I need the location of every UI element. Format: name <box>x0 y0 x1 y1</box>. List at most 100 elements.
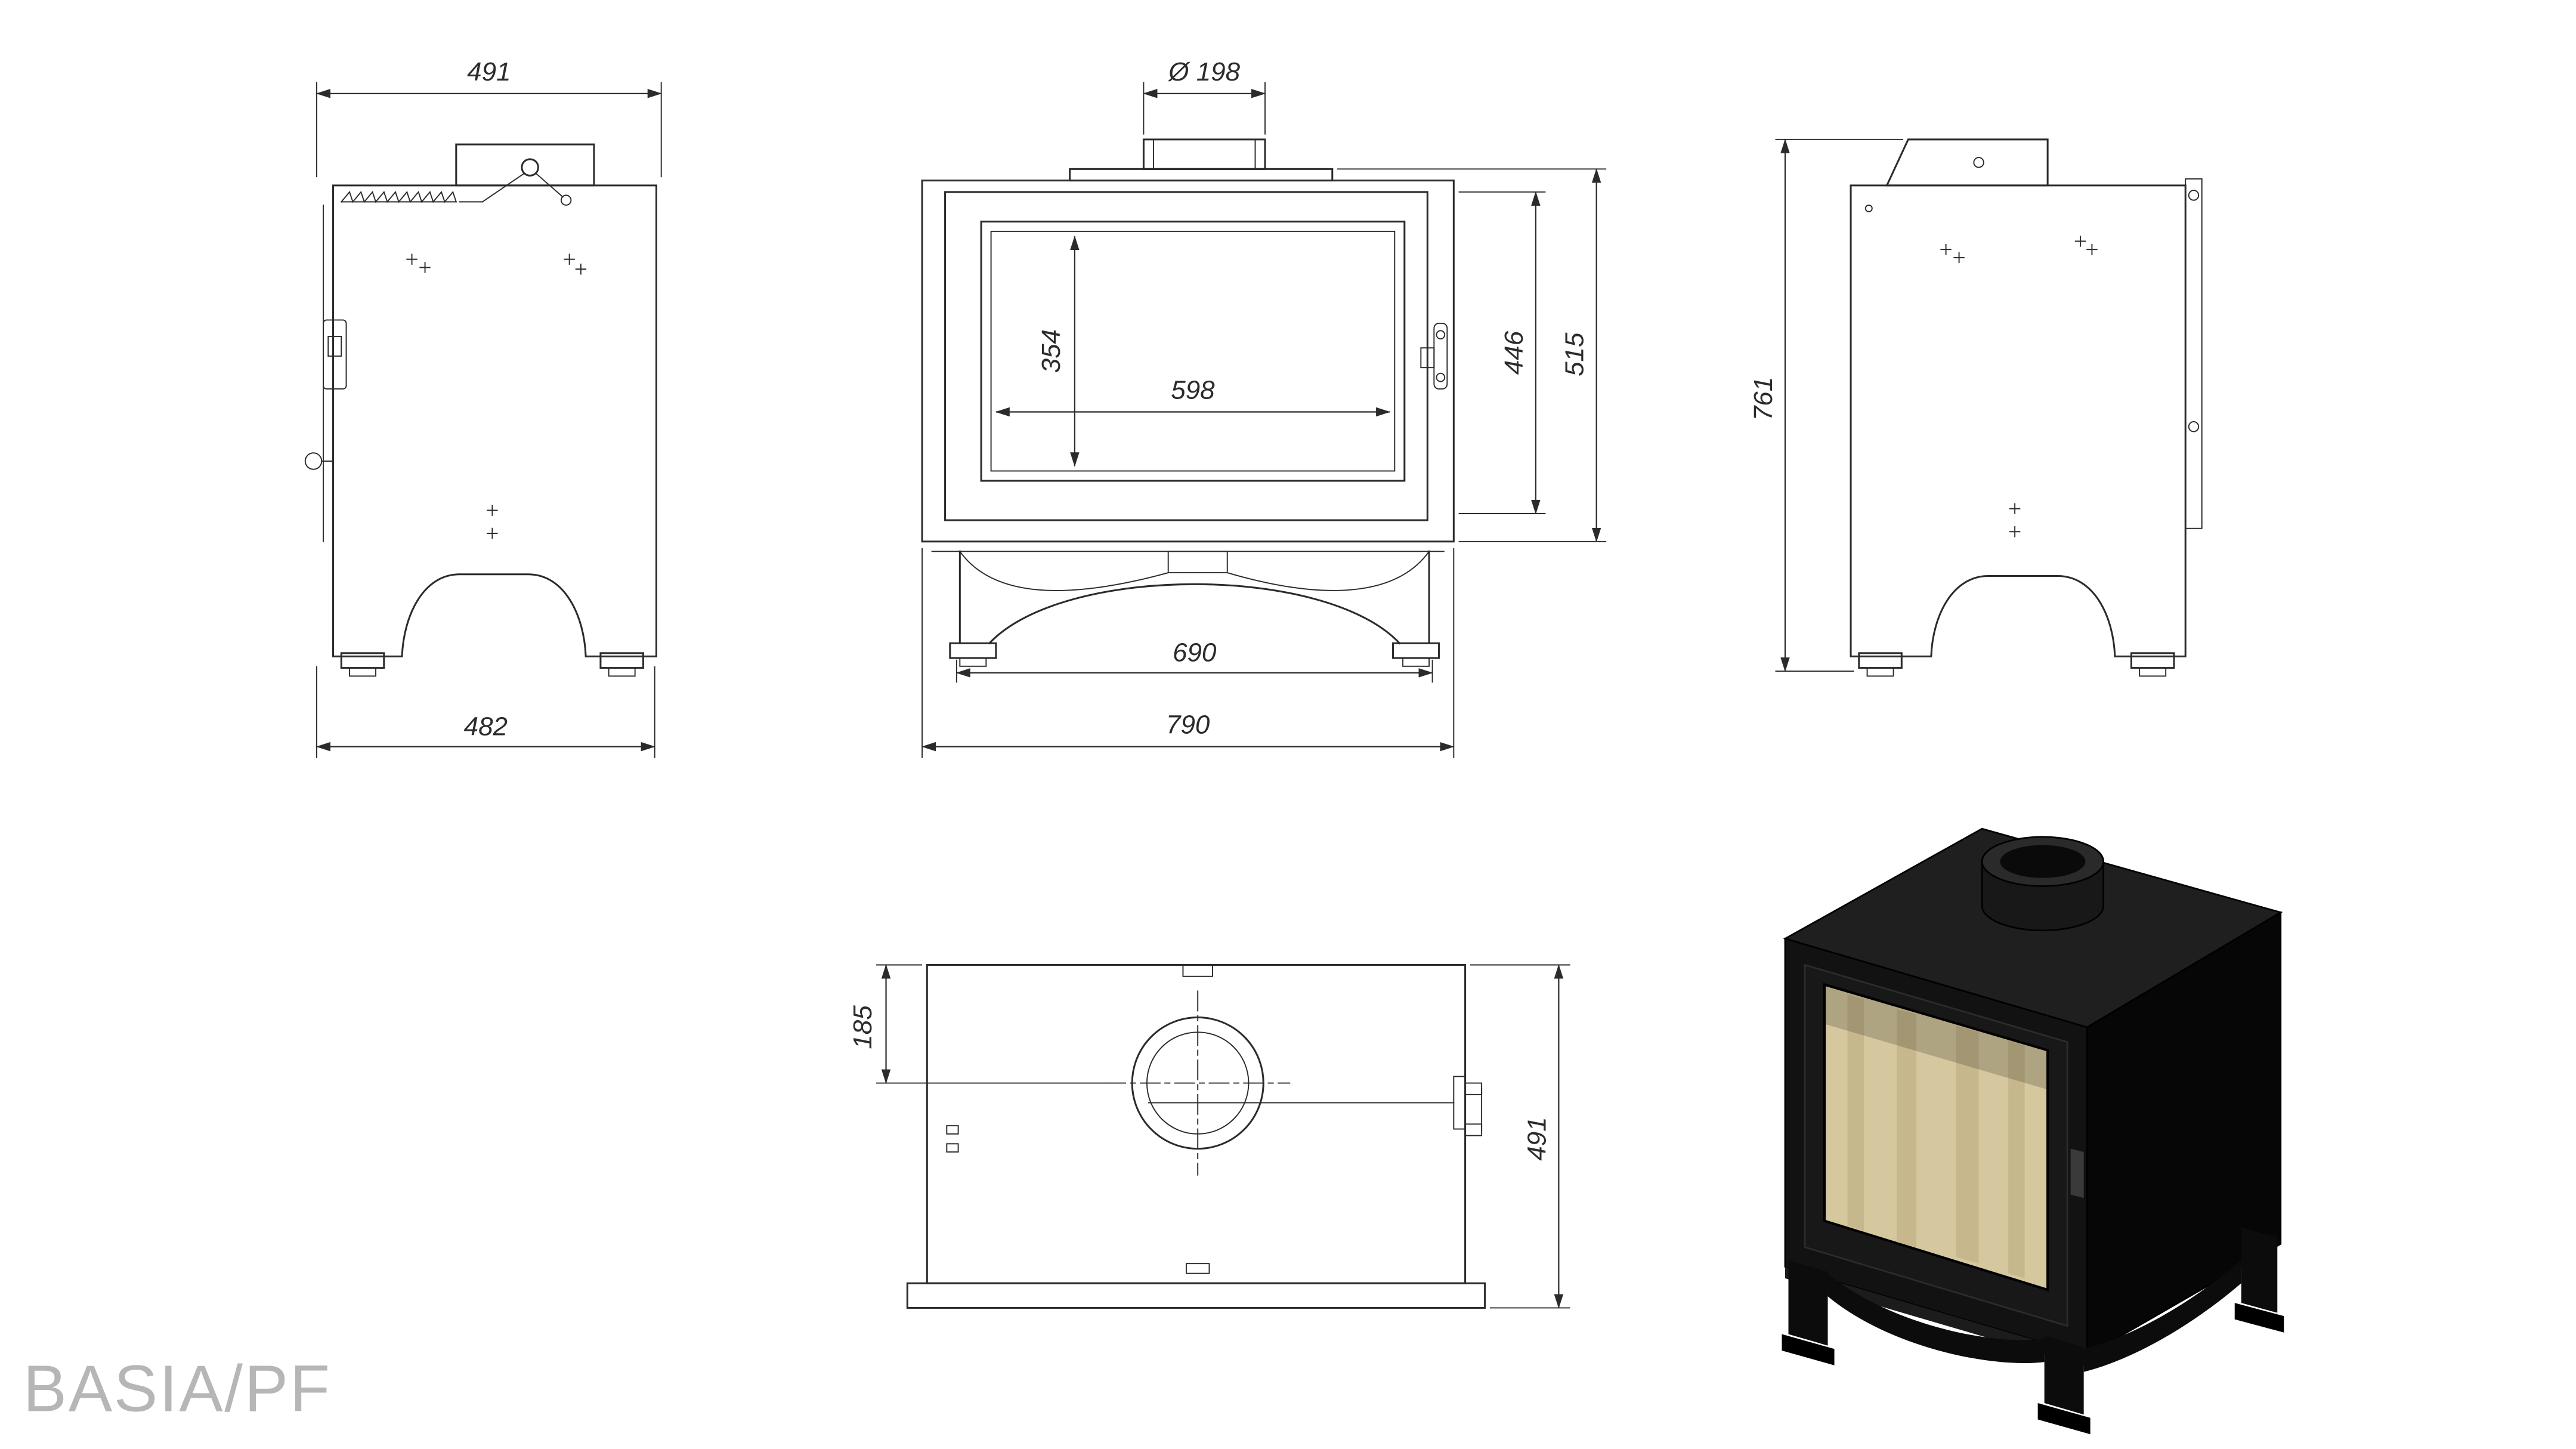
serrated-damper-strip <box>340 190 457 203</box>
side-panel-outline <box>332 184 657 657</box>
handle-bracket-hook <box>1464 1082 1483 1095</box>
foot-left <box>949 642 997 659</box>
side-knob <box>304 452 323 470</box>
handle-latch <box>1420 347 1435 369</box>
dim-front-total-width: 790 <box>921 548 1455 758</box>
handle-bar-pin <box>2188 190 2200 201</box>
dim-top-depth: 491 <box>1470 964 1570 1309</box>
dim-label-total-height: 761 <box>1749 377 1778 421</box>
dim-label-total-width: 790 <box>1166 710 1210 740</box>
glass-pane-3d <box>1823 983 2049 1292</box>
handle-bracket-hook <box>1464 1123 1483 1136</box>
dim-label-flue-diameter: Ø 198 <box>1167 57 1240 86</box>
handle-pin <box>1436 372 1446 382</box>
front-body <box>921 138 1455 667</box>
foot-right <box>599 652 644 669</box>
leg-front-right-3d <box>2044 1336 2084 1415</box>
lever-arm-2 <box>536 173 564 198</box>
dim-front-feet-span: 690 <box>955 638 1433 683</box>
view-side-right: 761 <box>1749 138 2203 677</box>
foot-rear-right-3d <box>2234 1303 2284 1333</box>
handle-bar-strip <box>2185 178 2203 529</box>
body-outline <box>921 180 1455 543</box>
dim-label-side-top-width: 491 <box>467 57 511 86</box>
foot-left <box>1858 652 1903 669</box>
apron-curve-right <box>1226 550 1430 591</box>
glass-reflection-streak <box>1847 994 1864 1231</box>
top-body <box>906 963 1486 1309</box>
foot-left-pad <box>1866 667 1894 677</box>
flue-collar <box>1142 138 1266 170</box>
handle-bracket-inner <box>1453 1076 1466 1130</box>
dim-side-left-top-width: 491 <box>316 57 662 178</box>
door-handle <box>1433 322 1448 390</box>
top-plate <box>1069 168 1334 182</box>
leg-front-left-3d <box>1788 1260 1828 1346</box>
foot-right <box>2130 652 2175 669</box>
glass-outline <box>990 230 1396 472</box>
latch-slot <box>327 335 342 357</box>
dim-label-body-height: 515 <box>1560 332 1589 376</box>
view-top: 185 491 <box>848 963 1570 1309</box>
foot-left-pad <box>349 667 376 677</box>
foot-right-pad <box>1402 657 1430 667</box>
latch-keeper-bracket <box>323 319 347 390</box>
glass-reflection-streak <box>1897 1009 1917 1247</box>
glass-top-shade <box>1824 984 2048 1090</box>
dim-top-flue-offset: 185 <box>848 964 1106 1084</box>
top-flue-bracket <box>1885 138 2049 187</box>
foot-left <box>340 652 385 669</box>
product-title: BASIA/PF <box>23 1352 332 1426</box>
door-handle-3d <box>2070 1148 2084 1198</box>
dim-front-door-height: 446 <box>1458 191 1546 515</box>
side-right-body <box>1850 138 2203 677</box>
glass-reflection-streak <box>1956 1025 1979 1264</box>
dim-label-door-height: 446 <box>1499 330 1529 375</box>
glass-reflection-streak <box>2008 1040 2025 1278</box>
lever-pivot <box>521 158 539 177</box>
base-plate <box>906 1282 1486 1309</box>
screw-marks <box>1940 236 2098 537</box>
foot-left-pad <box>959 657 987 667</box>
dim-label-glass-width: 598 <box>1171 375 1215 404</box>
side-detail <box>946 1143 959 1153</box>
lever-end-pin <box>560 194 572 206</box>
center-skirt-tab <box>1167 551 1228 574</box>
corner-screw <box>1864 204 1873 212</box>
dim-label-side-bottom-width: 482 <box>464 712 508 741</box>
dim-front-body-height: 515 <box>1337 168 1607 542</box>
top-outline <box>926 963 1467 1284</box>
bracket-hole <box>1973 157 1984 168</box>
lever-arm <box>481 173 524 203</box>
dim-front-flue-diameter: Ø 198 <box>1143 57 1266 135</box>
flue-collar-hole-3d <box>2000 845 2086 878</box>
leg-rear-right-3d <box>2241 1227 2278 1313</box>
dim-side-left-bottom-width: 482 <box>316 666 655 758</box>
front-center-mark <box>1185 1263 1210 1274</box>
door-outline <box>944 191 1428 521</box>
render-3d-stove <box>1782 827 2284 1435</box>
dim-label-feet-span: 690 <box>1173 638 1217 668</box>
dim-side-right-total-height: 761 <box>1749 138 1904 672</box>
dim-label-flue-offset: 185 <box>848 1005 877 1049</box>
top-damper-bracket <box>455 143 595 187</box>
glass-frame <box>980 220 1406 482</box>
foot-right-pad <box>608 667 636 677</box>
dim-label-top-depth: 491 <box>1522 1117 1551 1160</box>
dim-label-glass-height: 354 <box>1037 329 1066 373</box>
front-arch <box>988 583 1401 645</box>
side-panel-outline <box>1850 184 2187 657</box>
side-detail <box>946 1125 959 1135</box>
screw-marks <box>406 254 587 539</box>
side-skirt-arch-3d <box>2083 1260 2241 1372</box>
view-side-left: 491 482 <box>304 57 662 758</box>
rear-notch <box>1182 964 1213 977</box>
foot-right-pad <box>2139 667 2167 677</box>
handle-bar-pin <box>2188 421 2200 432</box>
side-left-body <box>304 143 657 677</box>
front-skirt-arch-3d <box>1827 1273 2045 1364</box>
foot-front-left-3d <box>1782 1334 1835 1365</box>
dim-front-glass-height: 354 <box>1037 235 1080 467</box>
handle-pin <box>1436 330 1446 340</box>
